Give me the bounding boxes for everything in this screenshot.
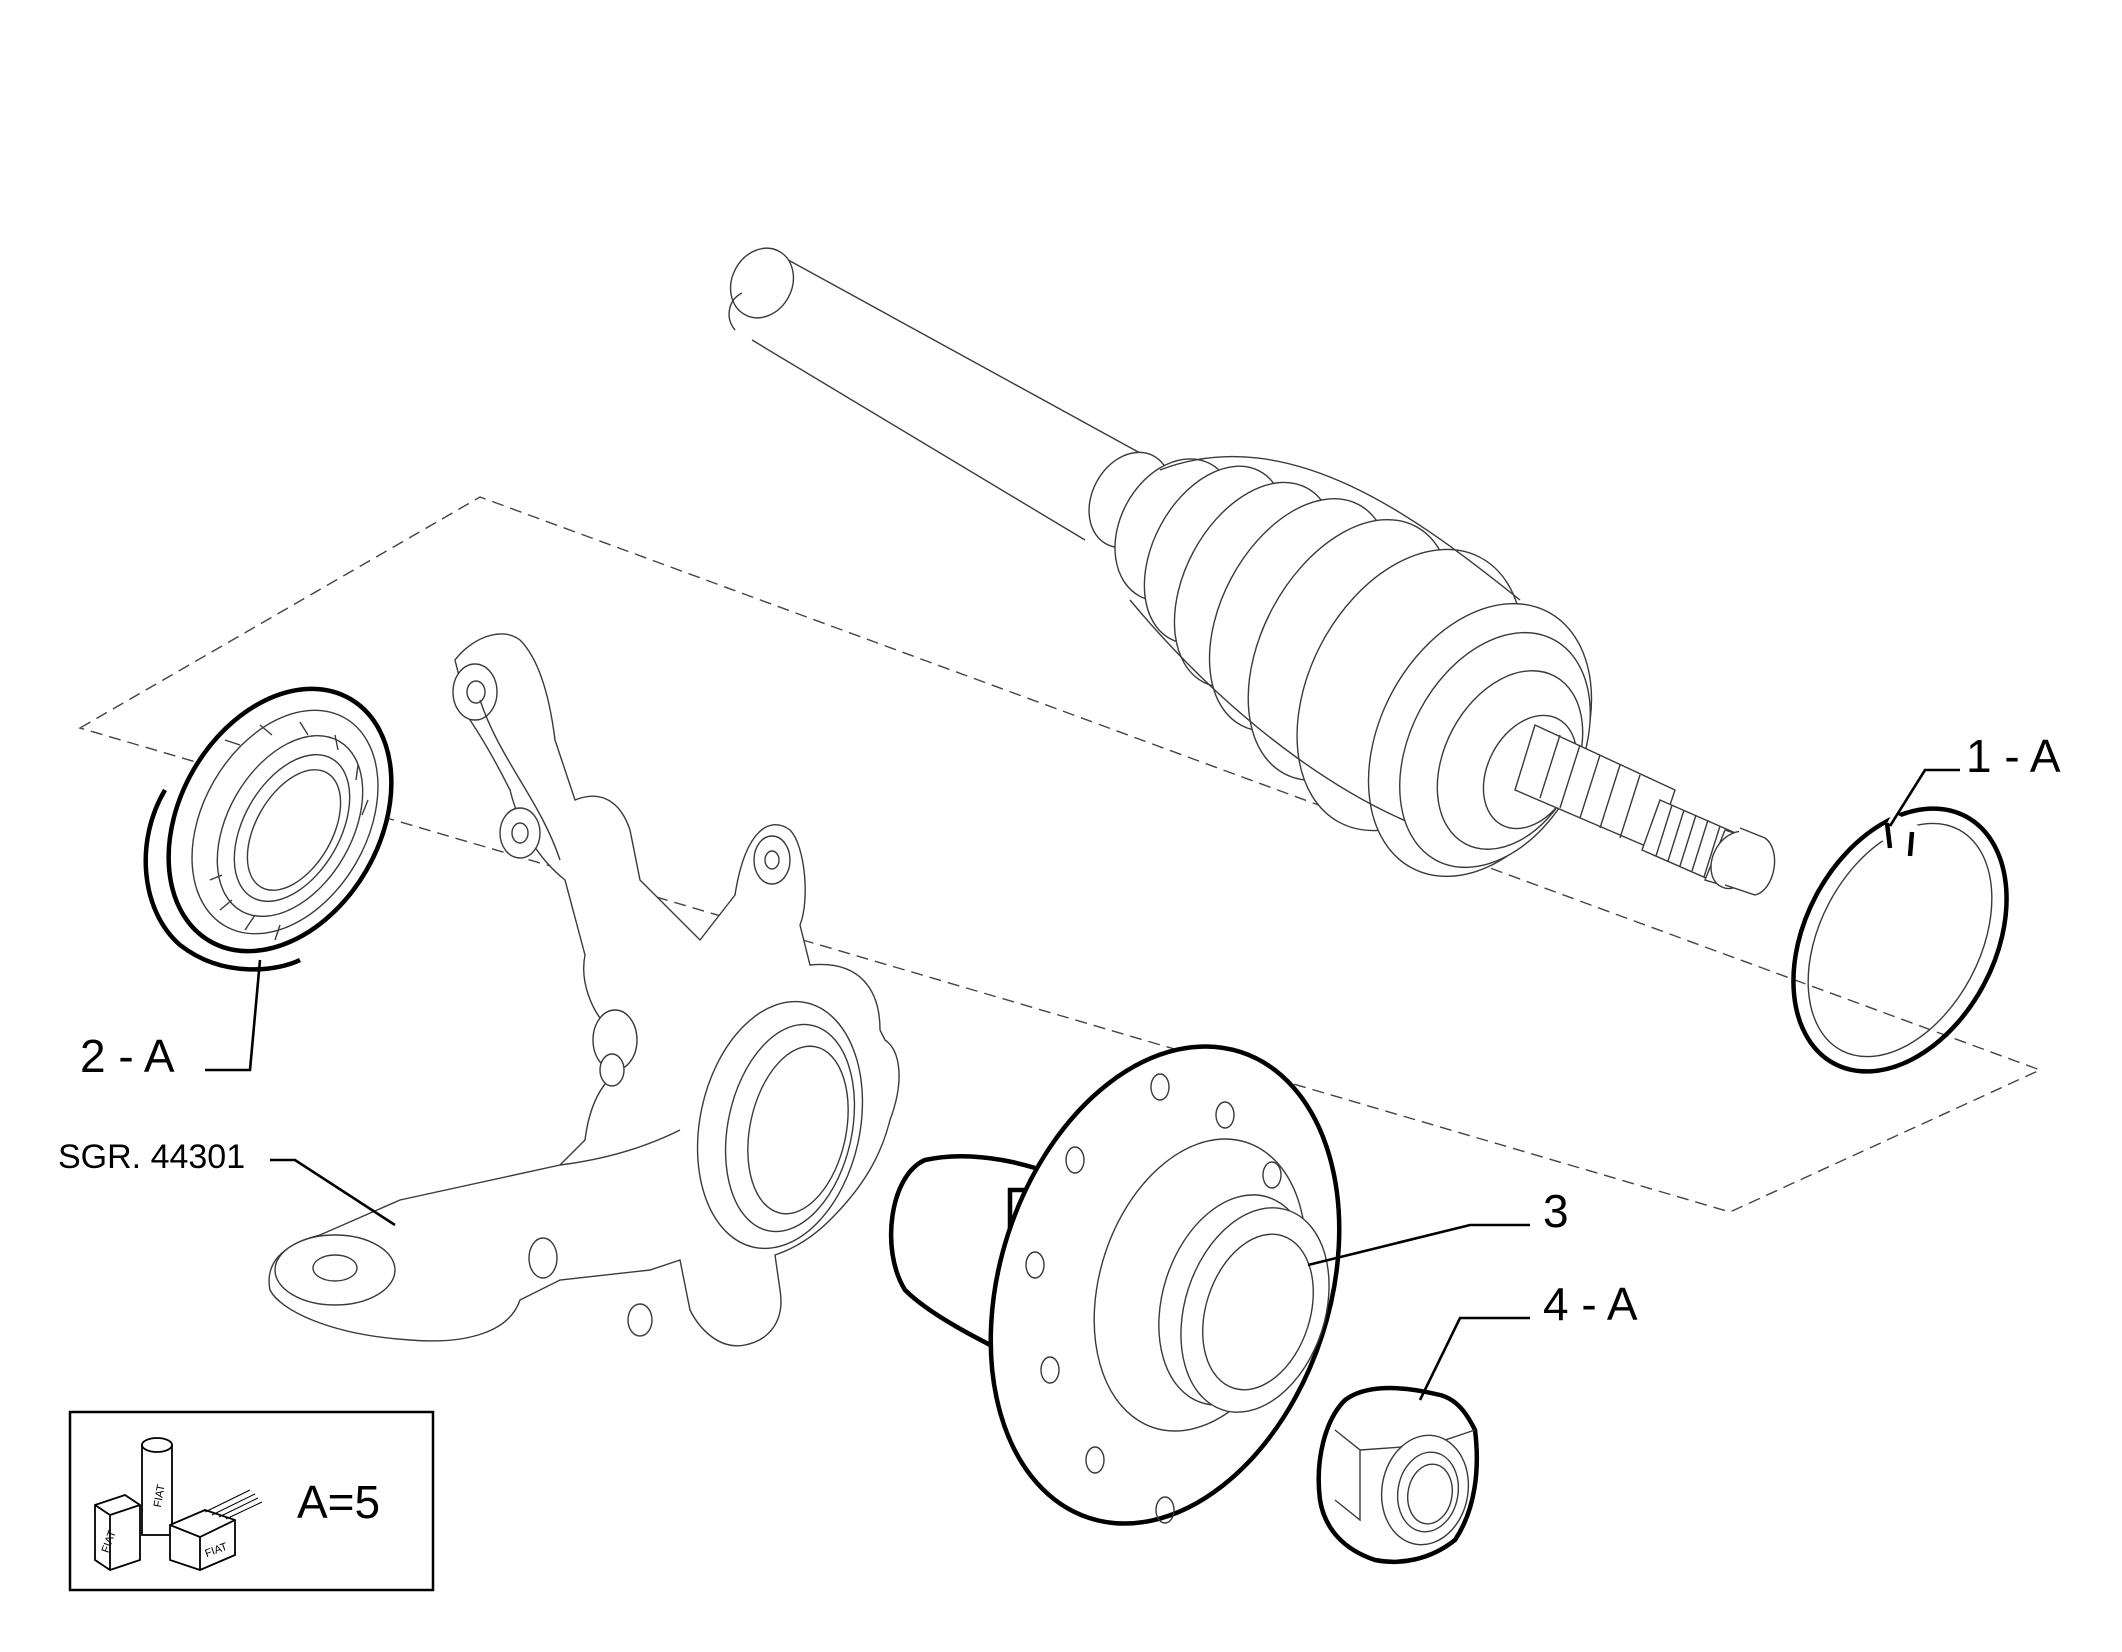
quantity-label: A=5 [297,1476,380,1528]
callout-2: 2 - A [80,959,262,1082]
callout-3: 3 [1307,1185,1569,1267]
assembly-boundary-dashed [78,496,2042,1213]
group-ref-label: SGR. 44301 [58,1138,245,1176]
steering-knuckle [268,633,900,1347]
part-1-retaining-ring [1791,806,2009,1074]
part-2-wheel-bearing [143,686,394,972]
quantity-legend: FIAT FIAT FIAT A=5 [68,1410,435,1592]
hub-bolt-holes [1025,1073,1282,1524]
splined-stub-axle [1514,724,1776,896]
logo-text-cylinder: FIAT [152,1483,168,1508]
driveshaft [728,247,1776,896]
part-4-hub-nut [1316,1385,1480,1565]
callout-1: 1 - A [1888,730,2061,827]
callout-2-label: 2 - A [80,1030,175,1082]
callout-3-label: 3 [1543,1185,1569,1237]
part-3-wheel-hub [888,1044,1342,1526]
fiat-parts-logo-icon: FIAT FIAT FIAT [94,1437,263,1571]
callout-4-label: 4 - A [1543,1278,1638,1330]
callout-4: 4 - A [1418,1278,1638,1401]
callout-1-label: 1 - A [1966,730,2061,782]
callout-group-ref: SGR. 44301 [58,1138,396,1227]
